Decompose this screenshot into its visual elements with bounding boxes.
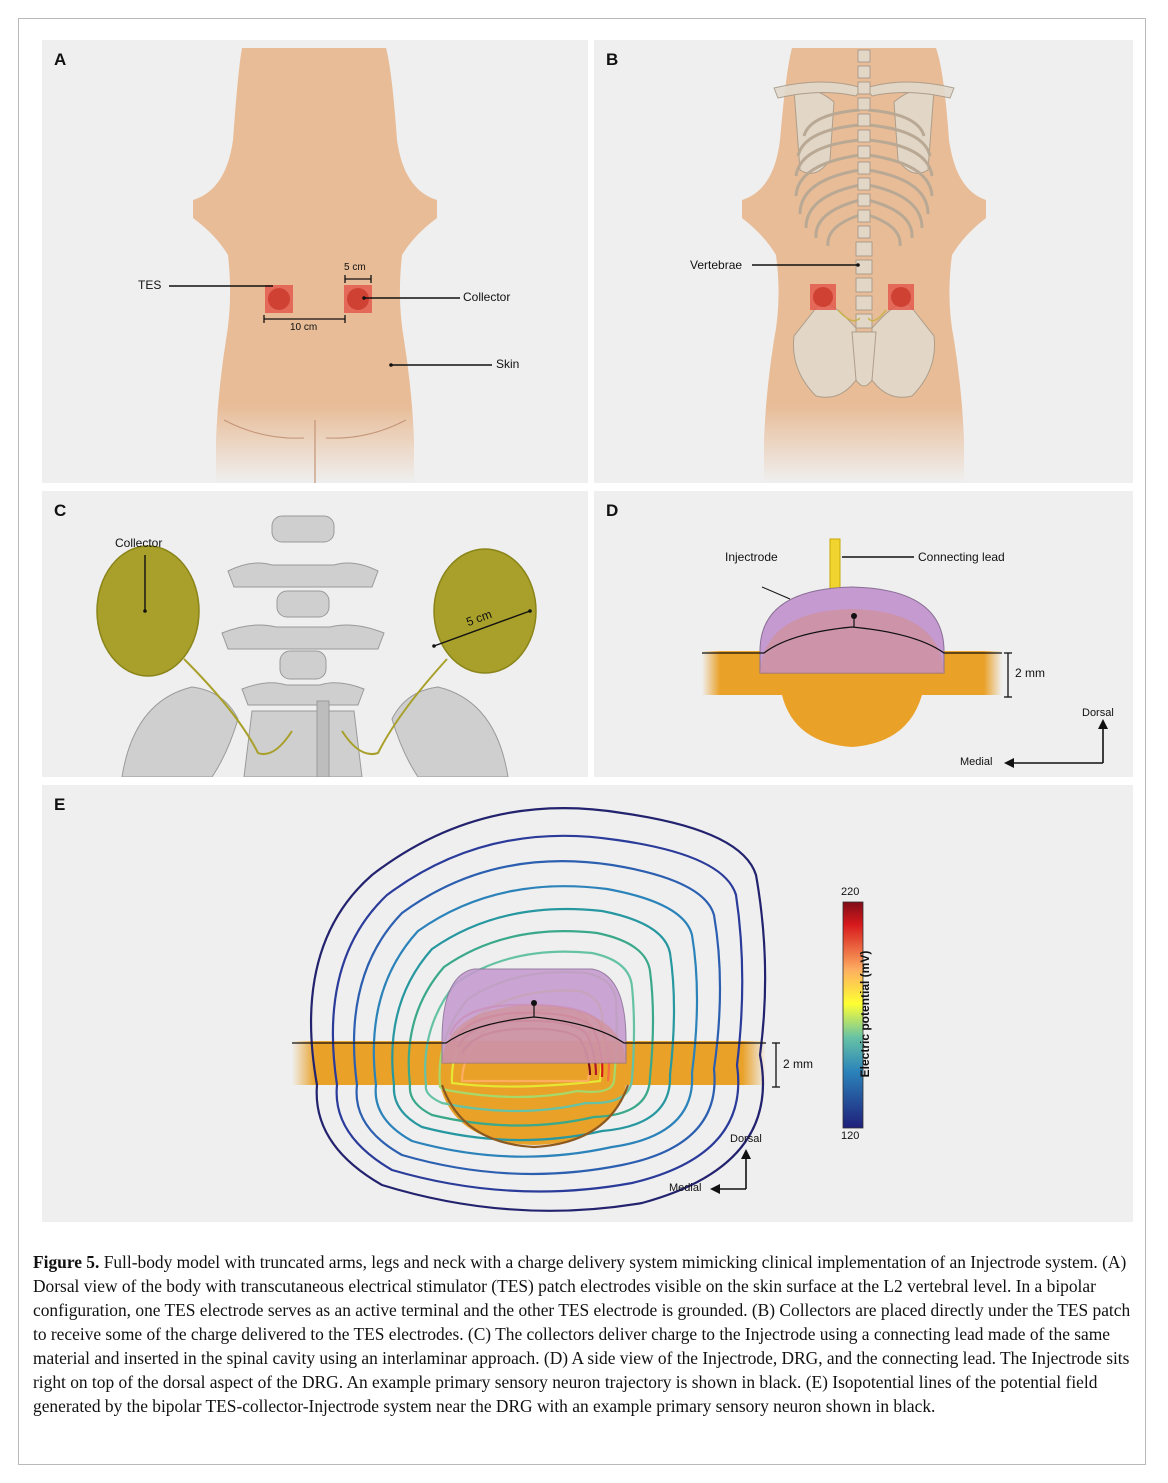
lead-label: Connecting lead [918,550,1005,564]
panel-d-label: D [606,501,618,521]
caption-text: Full-body model with truncated arms, leg… [33,1252,1130,1416]
panel-e-isopotential-plot [42,785,1133,1222]
colorbar-max: 220 [841,886,859,898]
dorsal-label: Dorsal [1082,707,1114,719]
collector-label: Collector [463,290,510,304]
panel-c-illustration [42,491,588,777]
panel-a: A TES 5 cm Collector 10 cm Skin [42,40,588,483]
panel-c: C Collector 5 cm [42,491,588,777]
scale-label: 2 mm [1015,666,1045,680]
collector-label: Collector [115,536,162,550]
panel-d: D Injectrode Connecting lead 2 mm Dorsal… [594,491,1133,777]
scale-label: 2 mm [783,1057,813,1071]
caption-label: Figure 5. [33,1252,99,1272]
drg-body [782,695,922,747]
injectrode-label: Injectrode [725,550,778,564]
body-silhouette [193,48,437,483]
panel-a-illustration [42,40,588,483]
skin-label: Skin [496,357,519,371]
panel-a-label: A [54,50,66,70]
panel-d-illustration [594,491,1133,777]
spine [856,50,872,328]
vertebrae-label: Vertebrae [690,258,742,272]
panel-e: E 2 mm 220 120 Electric potential (mV) D… [42,785,1133,1222]
size-label: 5 cm [344,262,366,273]
panel-b-label: B [606,50,618,70]
distance-label: 10 cm [290,322,317,333]
panel-c-label: C [54,501,66,521]
panel-b: B Vertebrae [594,40,1133,483]
colorbar-min: 120 [841,1130,859,1142]
medial-label: Medial [669,1182,701,1194]
tes-label: TES [138,278,161,292]
figure-caption: Figure 5. Full-body model with truncated… [33,1250,1133,1418]
panel-b-illustration [594,40,1133,483]
medial-label: Medial [960,756,992,768]
dorsal-label: Dorsal [730,1133,762,1145]
panel-e-label: E [54,795,65,815]
collector-disk-left [97,546,199,676]
colorbar-title: Electric potential (mV) [858,944,872,1084]
